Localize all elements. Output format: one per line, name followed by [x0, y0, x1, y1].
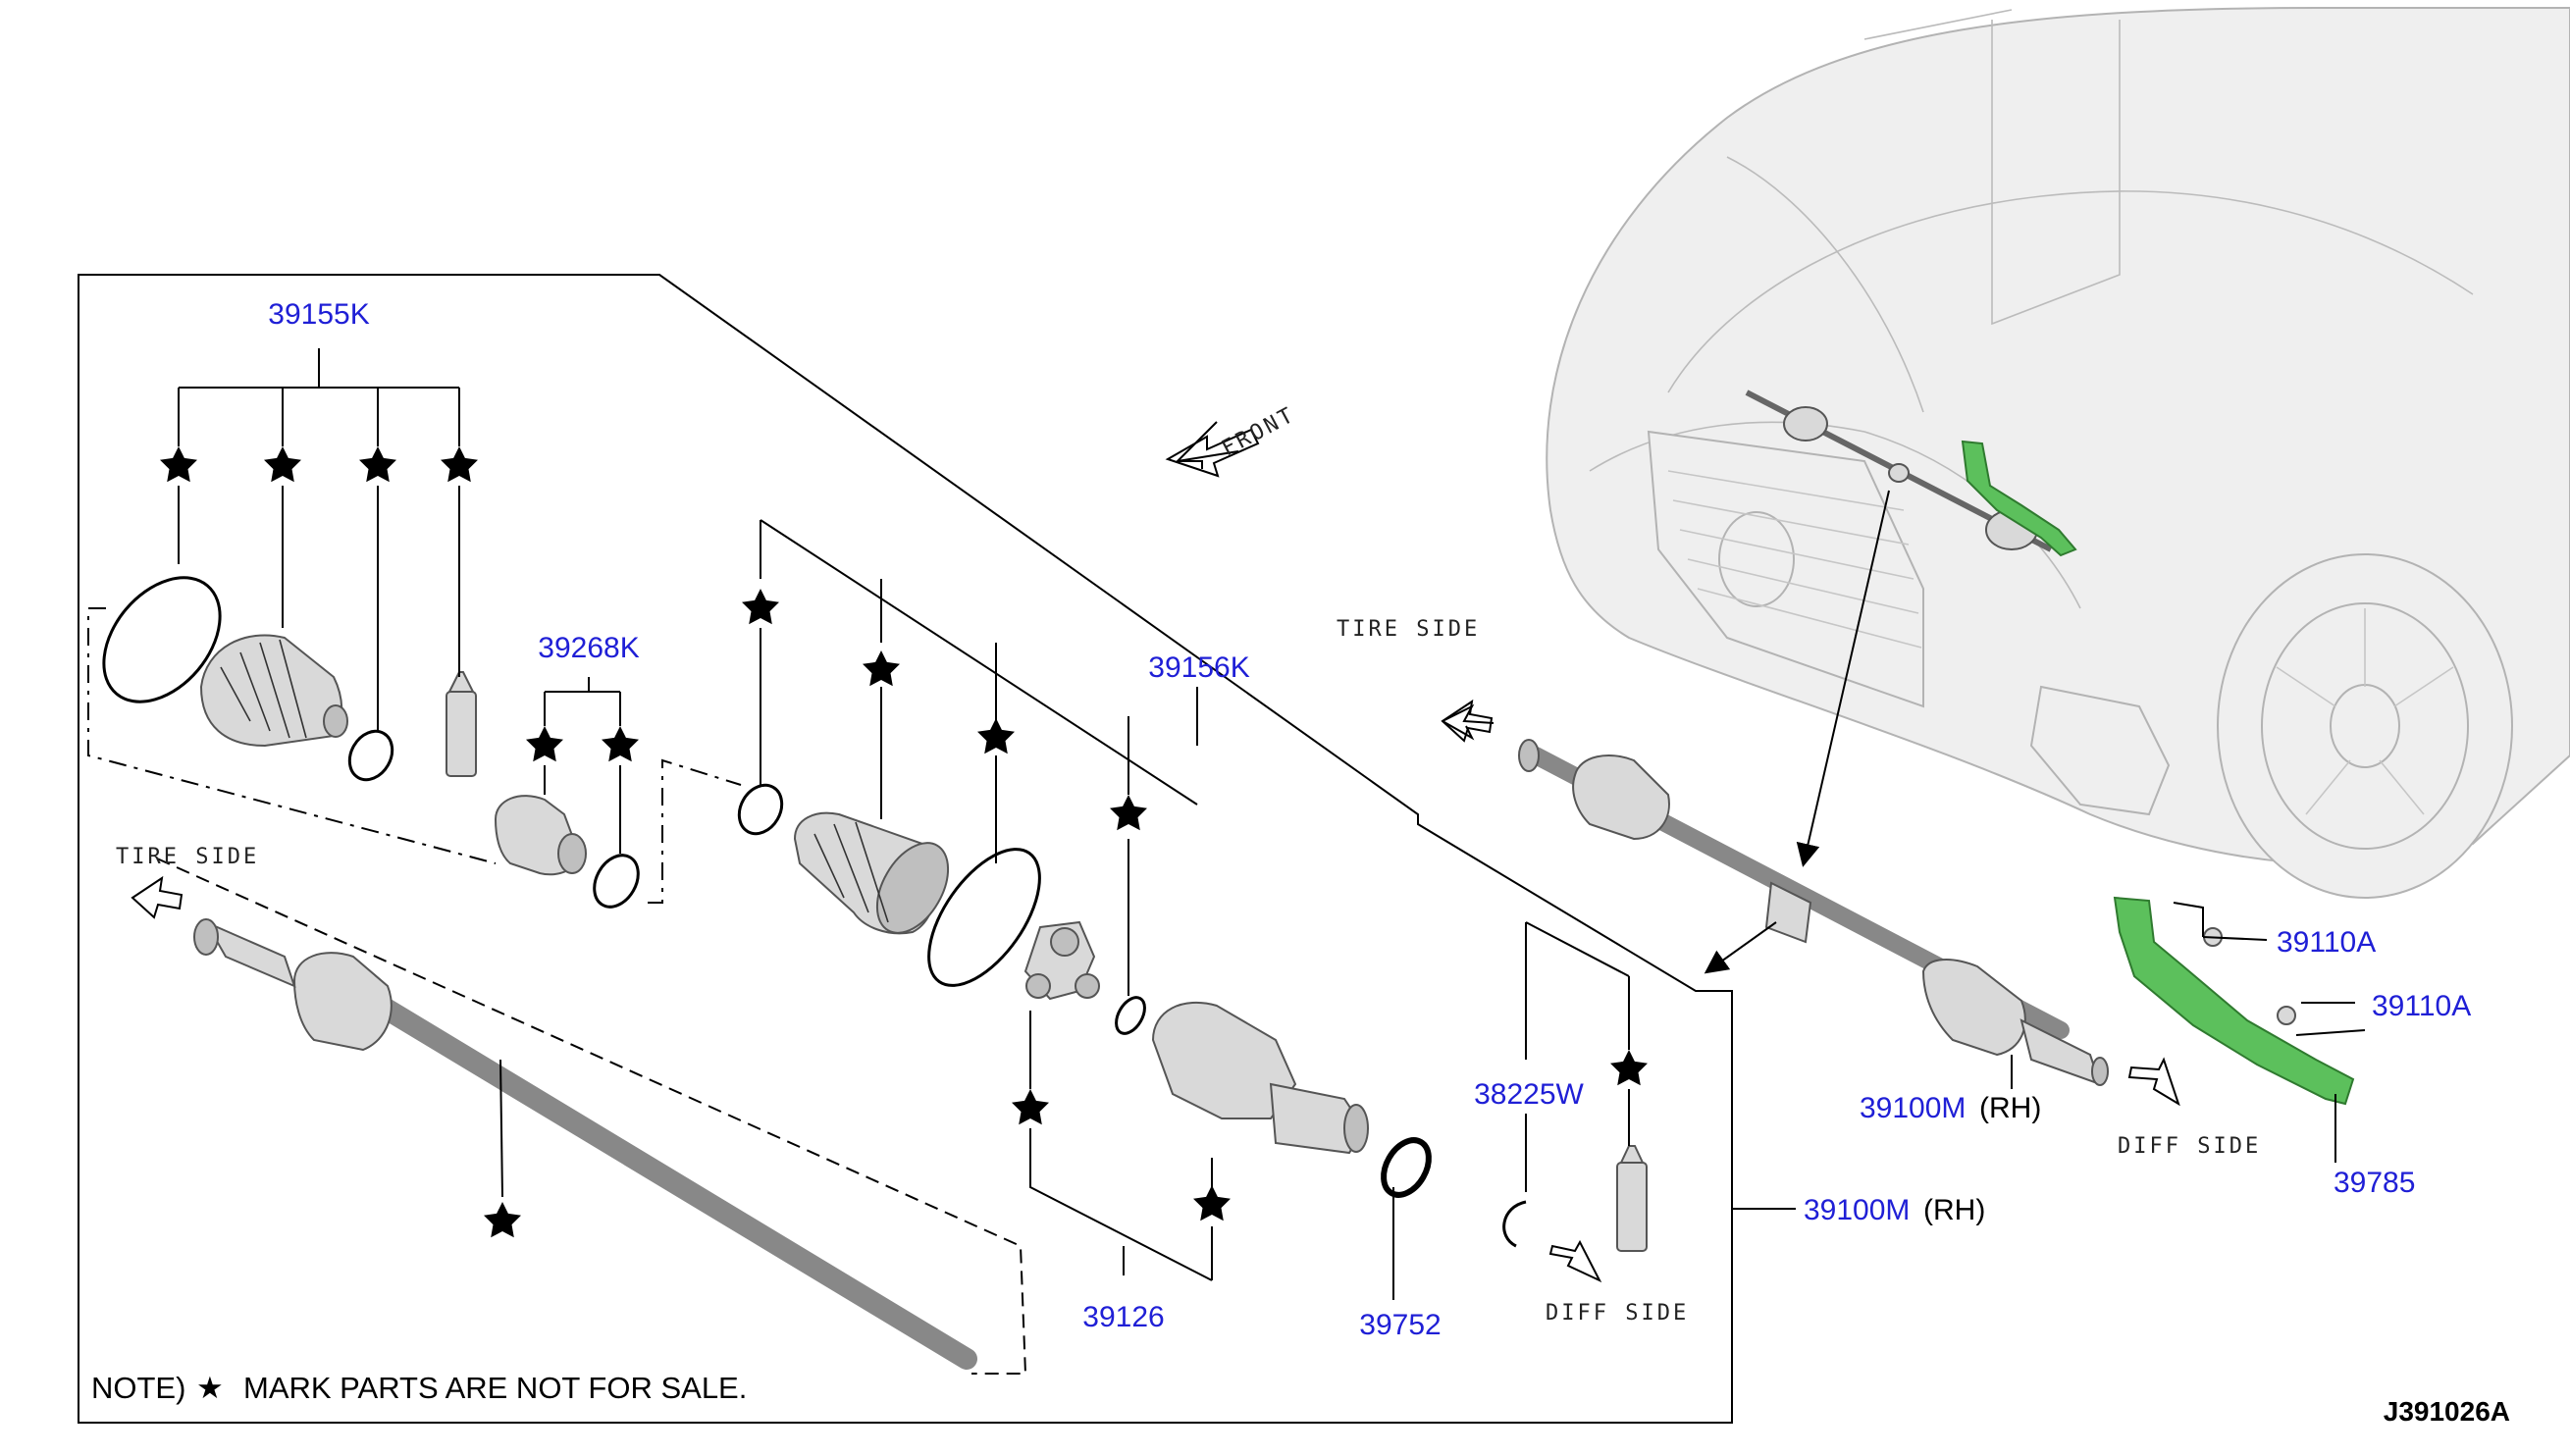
parts-illustrations	[102, 576, 2355, 1370]
label-39785: 39785	[2334, 1167, 2415, 1199]
diff-side-label-right: DIFF SIDE	[2118, 1134, 2261, 1159]
label-39100M-car-side: (RH)	[1979, 1092, 2041, 1124]
label-39100M-main-side: (RH)	[1923, 1194, 1985, 1226]
label-39100M-car: 39100M	[1860, 1092, 1966, 1124]
label-39155K: 39155K	[268, 298, 369, 331]
leader-lines	[178, 348, 2366, 1300]
note-prefix: NOTE)	[91, 1371, 185, 1405]
note-star-symbol: ★	[196, 1371, 224, 1405]
tire-side-label-left: TIRE SIDE	[116, 845, 259, 869]
label-39110A-lower: 39110A	[2372, 990, 2471, 1022]
label-39752: 39752	[1359, 1309, 1441, 1341]
front-label: FRONT	[1218, 402, 1299, 461]
assembly-alignment-lines	[87, 607, 1027, 1375]
label-39156K: 39156K	[1148, 651, 1249, 684]
label-39126: 39126	[1082, 1301, 1164, 1333]
note-text: MARK PARTS ARE NOT FOR SALE.	[243, 1371, 747, 1405]
label-39100M-main: 39100M	[1804, 1194, 1910, 1226]
parts-frame	[78, 274, 1733, 1424]
vehicle-illustration	[1546, 7, 2570, 899]
label-39110A-upper: 39110A	[2277, 926, 2376, 959]
diff-side-label-left: DIFF SIDE	[1546, 1301, 1689, 1326]
note: NOTE) ★ MARK PARTS ARE NOT FOR SALE.	[91, 1371, 747, 1405]
label-39268K: 39268K	[538, 632, 639, 664]
figure-code: J391026A	[2384, 1396, 2510, 1427]
direction-arrows	[131, 421, 2180, 1283]
label-38225W: 38225W	[1474, 1078, 1584, 1111]
part-number-labels: 39155K 39268K 39156K 39126 39752 38225W …	[268, 298, 2471, 1341]
tire-side-label-right: TIRE SIDE	[1337, 617, 1480, 642]
